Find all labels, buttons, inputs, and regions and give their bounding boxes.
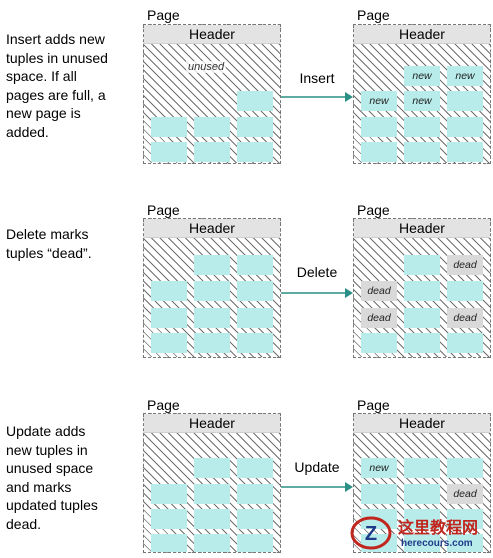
page-header: Header [354, 25, 490, 44]
tuple-cell [404, 142, 440, 162]
tuple-cell [404, 333, 440, 353]
delete-arrow [281, 288, 353, 298]
tuple-cell [404, 534, 440, 552]
tuple-cell [447, 281, 483, 301]
page-label: Page [147, 7, 180, 23]
tuple-cell [237, 91, 273, 111]
tuple-cell: new [361, 91, 397, 111]
update-description: Update adds new tuples in unused space a… [6, 423, 98, 532]
insert-description: Insert adds new tuples in unused space. … [6, 31, 108, 140]
page-label: Page [147, 397, 180, 413]
tuple-cell [151, 281, 187, 301]
tuple-cell [237, 484, 273, 504]
page-label: Page [357, 397, 390, 413]
tuple-cell [237, 534, 273, 552]
tuple-cell [447, 142, 483, 162]
page-header: Header [354, 219, 490, 238]
tuple-cell [404, 509, 440, 529]
tuple-cell [151, 308, 187, 328]
tuple-cell [237, 117, 273, 137]
page-before-update: Header [143, 413, 281, 553]
tuple-cell [194, 333, 230, 353]
tuple-cell [194, 117, 230, 137]
page-before-delete: Header [143, 218, 281, 358]
tuple-cell [194, 509, 230, 529]
svg-text:Z: Z [365, 523, 377, 545]
tuple-cell [447, 91, 483, 111]
watermark-logo-icon: Z [350, 516, 392, 550]
tuple-cell [447, 534, 483, 552]
tuple-cell [404, 281, 440, 301]
delete-operation-label: Delete [296, 264, 338, 280]
insert-operation-label: Insert [299, 70, 335, 86]
watermark-en-text: herecours.com [401, 538, 473, 549]
tuple-cell [404, 458, 440, 478]
tuple-cell [194, 255, 230, 275]
delete-description: Delete marks tuples “dead”. [6, 226, 92, 261]
tuple-cell [194, 458, 230, 478]
tuple-cell [447, 333, 483, 353]
watermark-cn-text: 这里教程网 [398, 518, 479, 537]
tuple-cell: new [404, 66, 440, 86]
page-label: Page [357, 202, 390, 218]
page-before-insert: Header unused [143, 24, 281, 164]
tuple-cell [447, 458, 483, 478]
tuple-cell [237, 281, 273, 301]
tuple-cell [151, 142, 187, 162]
unused-space-label: unused [186, 61, 227, 73]
page-label: Page [357, 7, 390, 23]
tuple-cell [237, 255, 273, 275]
tuple-cell [151, 117, 187, 137]
page-label: Page [147, 202, 180, 218]
update-arrow [281, 482, 353, 492]
page-header: Header [354, 414, 490, 433]
tuple-cell-dead: dead [447, 484, 483, 504]
tuple-cell [194, 308, 230, 328]
tuple-cell [151, 509, 187, 529]
insert-arrow [281, 92, 353, 102]
tuple-cell-dead: dead [447, 308, 483, 328]
tuple-cell [361, 333, 397, 353]
tuple-cell [194, 484, 230, 504]
tuple-cell-dead: dead [447, 255, 483, 275]
tuple-cell [361, 142, 397, 162]
page-header: Header [144, 25, 280, 44]
tuple-cell [361, 117, 397, 137]
tuple-cell [447, 117, 483, 137]
tuple-cell [237, 308, 273, 328]
tuple-cell-dead: dead [361, 308, 397, 328]
page-header: Header [144, 414, 280, 433]
page-after-delete: Header dead dead dead dead [353, 218, 491, 358]
tuple-cell [404, 255, 440, 275]
watermark: Z 这里教程网 herecours.com [345, 510, 493, 556]
tuple-cell [151, 534, 187, 552]
tuple-cell [404, 117, 440, 137]
page-header: Header [144, 219, 280, 238]
tuple-cell [194, 281, 230, 301]
tuple-cell: new [404, 91, 440, 111]
update-operation-label: Update [294, 459, 340, 475]
tuple-cell [361, 484, 397, 504]
tuple-cell [194, 142, 230, 162]
tuple-cell [151, 333, 187, 353]
tuple-cell [151, 484, 187, 504]
tuple-cell [194, 534, 230, 552]
tuple-cell [237, 458, 273, 478]
tuple-cell [447, 509, 483, 529]
tuple-cell-dead: dead [361, 281, 397, 301]
page-after-insert: Header new new new new [353, 24, 491, 164]
tuple-cell [404, 308, 440, 328]
tuple-cell [404, 484, 440, 504]
tuple-cell [237, 142, 273, 162]
tuple-cell [237, 333, 273, 353]
tuple-cell: new [447, 66, 483, 86]
tuple-cell [237, 509, 273, 529]
tuple-cell: new [361, 458, 397, 478]
